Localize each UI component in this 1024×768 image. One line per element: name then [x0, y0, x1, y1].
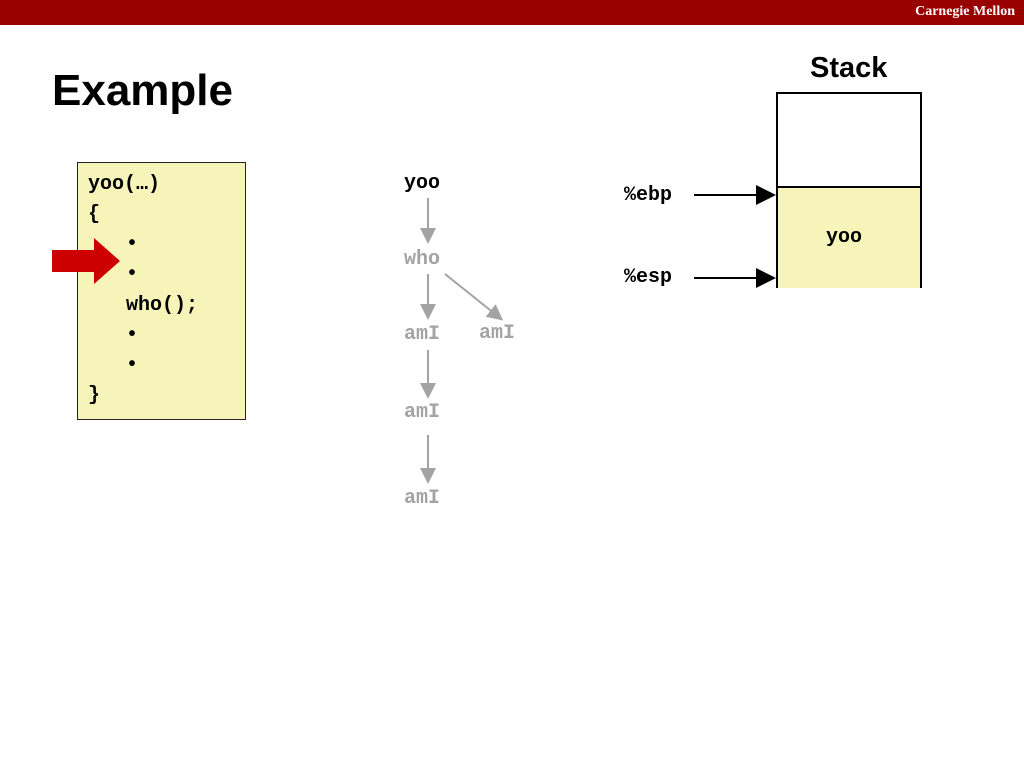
code-line-open-brace: {	[88, 203, 101, 226]
stack-box: yoo	[776, 92, 922, 288]
code-line-bullet: •	[126, 233, 139, 256]
header-bar: Carnegie Mellon	[0, 0, 1024, 25]
brand-label: Carnegie Mellon	[915, 4, 1015, 19]
stack-title: Stack	[810, 52, 888, 84]
stack-frame-yoo: yoo	[778, 186, 920, 288]
code-line-bullet-current: •	[126, 263, 139, 286]
code-box: yoo(…) { • • who(); • • }	[77, 162, 246, 420]
code-line-bullet: •	[126, 354, 139, 377]
tree-node-ami-right: amI	[479, 322, 516, 345]
tree-node-yoo: yoo	[404, 172, 441, 195]
ebp-register-label: %ebp	[624, 184, 673, 207]
current-line-arrow-icon	[52, 238, 120, 284]
tree-node-ami-level3: amI	[404, 487, 441, 510]
code-line-close-brace: }	[88, 384, 101, 407]
esp-register-label: %esp	[624, 266, 673, 289]
edge-who-ami-right	[444, 273, 504, 321]
tree-node-ami: amI	[404, 323, 441, 346]
slide-title: Example	[52, 66, 233, 115]
stack-frame-label: yoo	[826, 226, 863, 249]
tree-node-who: who	[404, 248, 441, 271]
code-line-bullet: •	[126, 324, 139, 347]
tree-node-ami-level2: amI	[404, 401, 441, 424]
code-line-signature: yoo(…)	[88, 173, 161, 196]
code-line-call: who();	[126, 294, 199, 317]
